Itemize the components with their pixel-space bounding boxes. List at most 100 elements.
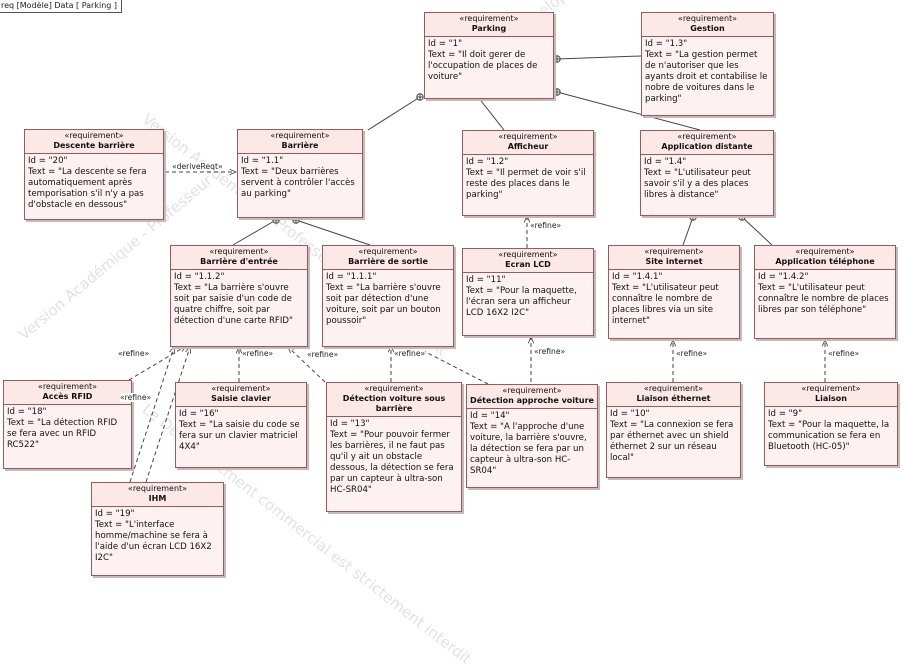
refine-line (145, 347, 190, 483)
stereotype-label: «requirement» (459, 14, 519, 23)
requirement-id: Id = "9" (768, 409, 803, 419)
requirement-name: Barrière (281, 141, 319, 150)
containment-line (232, 219, 277, 246)
requirement-id: Id = "18" (7, 407, 47, 417)
stereotype-label: «requirement» (270, 131, 330, 140)
requirement-text: Text = "Pour la maquette, l'écran sera u… (466, 286, 577, 318)
requirement-id: Id = "14" (470, 411, 510, 421)
requirement-id: Id = "1.3" (645, 39, 688, 49)
containment-line (556, 55, 642, 60)
requirement-site-internet[interactable]: «requirement»Site internet Id = "1.4.1"T… (608, 245, 740, 339)
stereotype-label: «requirement» (127, 484, 188, 493)
refine-label: «refine» (394, 349, 426, 358)
stereotype-label: «requirement» (643, 384, 704, 393)
refine-label: «refine» (676, 349, 708, 358)
refine-label: «refine» (530, 221, 562, 230)
requirement-ecran-lcd[interactable]: «requirement»Ecran LCD Id = "11"Text = "… (462, 248, 594, 336)
requirement-barriere-entree[interactable]: «requirement»Barrière d'entrée Id = "1.1… (170, 245, 308, 347)
requirement-name: Saisie clavier (211, 394, 271, 403)
requirement-name: Détection voiture sous barrière (342, 394, 446, 413)
diagram-frame-title: req [Modèle] Data [ Parking ] (0, 0, 123, 13)
requirement-id: Id = "1.4.2" (758, 272, 809, 282)
requirement-name: Descente barrière (53, 141, 135, 150)
requirement-liaison-ethernet[interactable]: «requirement»Liaison éthernet Id = "10"T… (606, 382, 741, 478)
requirement-name: Liaison (815, 394, 847, 403)
stereotype-label: «requirement» (211, 384, 271, 393)
requirement-id: Id = "1.1.2" (174, 272, 225, 282)
requirement-text: Text = "La barrière s'ouvre soit par sai… (174, 283, 293, 326)
stereotype-label: «requirement» (364, 384, 424, 393)
requirement-name: Barrière de sortie (348, 257, 428, 266)
requirement-id: Id = "19" (95, 509, 135, 519)
containment-line (477, 96, 505, 131)
requirement-text: Text = "L'interface homme/machine se fer… (95, 520, 212, 563)
requirement-name: Ecran LCD (505, 260, 551, 269)
stereotype-label: «requirement» (502, 386, 562, 395)
requirement-id: Id = "10" (610, 409, 650, 419)
requirement-id: Id = "16" (179, 409, 219, 419)
refine-label: «refine» (118, 349, 150, 358)
stereotype-label: «requirement» (64, 131, 124, 140)
requirement-descente-barriere[interactable]: «requirement»Descente barrière Id = "20"… (24, 129, 164, 220)
requirement-text: Text = "La descente se fera automatiquem… (28, 167, 147, 210)
requirement-gestion[interactable]: «requirement»Gestion Id = "1.3"Text = "L… (641, 12, 774, 116)
requirement-text: Text = "L'utilisateur peut connaître le … (612, 283, 719, 326)
containment-line (682, 216, 694, 246)
requirement-barriere-sortie[interactable]: «requirement»Barrière de sortie Id = "1.… (322, 245, 454, 347)
requirement-detection-voiture-sous-barriere[interactable]: «requirement»Détection voiture sous barr… (326, 382, 462, 512)
requirement-ihm[interactable]: «requirement»IHM Id = "19"Text = "L'inte… (91, 482, 224, 576)
requirement-name: Parking (471, 24, 507, 33)
requirement-id: Id = "1.2" (466, 157, 509, 167)
requirement-text: Text = "L'utilisateur peut connaître le … (758, 283, 889, 315)
requirement-text: Text = "La connexion se fera par étherne… (610, 420, 734, 463)
requirement-application-distante[interactable]: «requirement»Application distante Id = "… (640, 130, 774, 216)
containment-line (295, 219, 371, 246)
stereotype-label: «requirement» (677, 14, 738, 23)
requirement-afficheur[interactable]: «requirement»Afficheur Id = "1.2"Text = … (462, 130, 594, 216)
requirement-name: Détection approche voiture (470, 396, 594, 405)
requirement-saisie-clavier[interactable]: «requirement»Saisie clavier Id = "16"Tex… (175, 382, 307, 468)
requirement-text: Text = "La gestion permet de n'autoriser… (645, 50, 768, 104)
requirement-id: Id = "20" (28, 156, 68, 166)
refine-line (129, 347, 174, 483)
requirement-text: Text = "Il doit gerer de l'occupation de… (428, 50, 538, 82)
stereotype-label: «requirement» (801, 384, 861, 393)
containment-line (556, 91, 701, 131)
requirement-name: Application distante (661, 142, 753, 151)
stereotype-label: «requirement» (644, 247, 704, 256)
refine-line (288, 347, 326, 383)
requirement-name: Barrière d'entrée (200, 257, 278, 266)
requirement-text: Text = "L'utilisateur peut savoir s'il y… (644, 168, 751, 200)
refine-label: «refine» (534, 347, 566, 356)
requirement-name: IHM (148, 494, 167, 503)
requirement-id: Id = "1.1.1" (326, 272, 377, 282)
requirement-parking[interactable]: «requirement»Parking Id = "1"Text = "Il … (424, 12, 554, 99)
requirement-acces-rfid[interactable]: «requirement»Accès RFID Id = "18"Text = … (3, 380, 132, 469)
requirement-detection-approche-voiture[interactable]: «requirement»Détection approche voiture … (466, 384, 598, 488)
requirement-text: Text = "A l'approche d'une voiture, la b… (470, 422, 587, 476)
requirement-text: Text = "Deux barrières servent à contrôl… (241, 167, 355, 199)
stereotype-label: «requirement» (795, 247, 855, 256)
requirement-id: Id = "1.4" (644, 157, 687, 167)
requirement-name: Accès RFID (42, 392, 93, 401)
requirement-id: Id = "1.4.1" (612, 272, 663, 282)
stereotype-label: «requirement» (37, 382, 98, 391)
requirement-id: Id = "11" (466, 275, 506, 285)
requirement-text: Text = "La détection RFID se fera avec u… (7, 418, 118, 450)
requirement-text: Text = "La saisie du code se fera sur un… (179, 420, 300, 452)
requirement-name: Afficheur (507, 142, 549, 151)
stereotype-label: «requirement» (498, 250, 558, 259)
stereotype-label: «requirement» (358, 247, 418, 256)
requirement-name: Liaison éthernet (636, 394, 711, 403)
requirement-id: Id = "13" (330, 419, 370, 429)
requirement-liaison[interactable]: «requirement»Liaison Id = "9"Text = "Pou… (764, 382, 898, 466)
requirement-id: Id = "1" (428, 39, 463, 49)
refine-label: «refine» (120, 393, 152, 402)
requirement-barriere[interactable]: «requirement»Barrière Id = "1.1"Text = "… (237, 129, 363, 218)
requirement-name: Site internet (645, 257, 703, 266)
requirement-text: Text = "Pour pouvoir fermer les barrière… (330, 430, 454, 495)
requirement-application-telephone[interactable]: «requirement»Application téléphone Id = … (754, 245, 896, 339)
requirement-id: Id = "1.1" (241, 156, 284, 166)
refine-label: «refine» (828, 349, 860, 358)
